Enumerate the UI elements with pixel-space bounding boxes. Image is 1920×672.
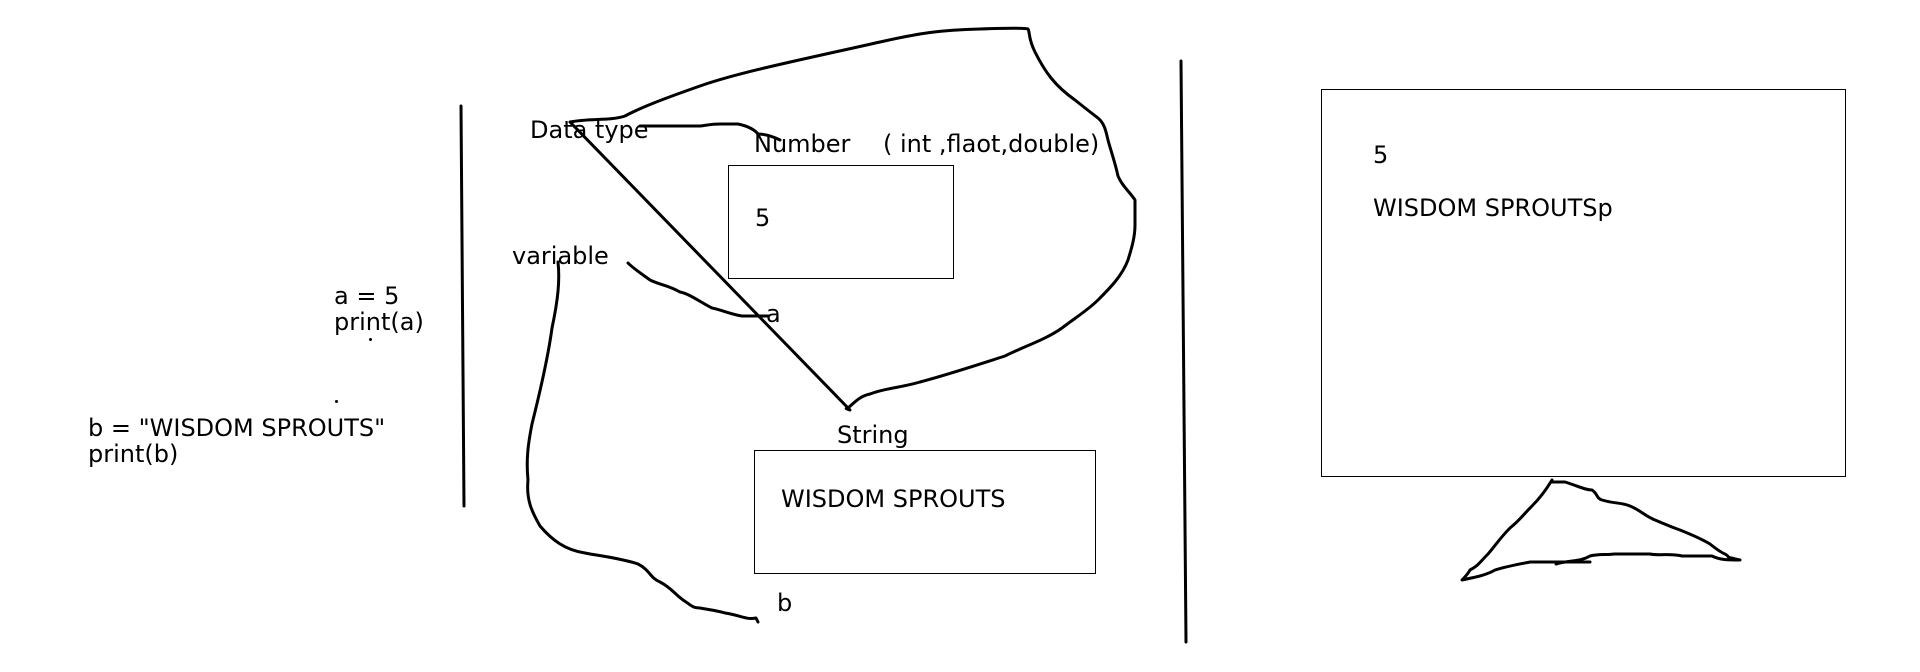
number-box-value: 5 — [755, 204, 771, 232]
output-line-wisdom: WISDOM SPROUTSp — [1373, 194, 1613, 222]
stray-dot — [369, 338, 372, 341]
code-line-b-assign: b = "WISDOM SPROUTS" — [88, 414, 386, 442]
curve-variable-to-a — [626, 261, 770, 318]
label-var-b: b — [777, 589, 793, 617]
label-variable: variable — [512, 242, 609, 270]
curve-variable-to-b — [525, 260, 760, 624]
number-memory-box: 5 — [728, 165, 954, 279]
code-line-print-b: print(b) — [88, 440, 179, 468]
string-memory-box: WISDOM SPROUTS — [754, 450, 1096, 574]
monitor-stand — [1460, 478, 1592, 582]
divider-left — [459, 104, 466, 508]
divider-right — [1179, 59, 1188, 644]
string-box-value: WISDOM SPROUTS — [781, 485, 1006, 513]
curve-datatype-to-string — [568, 26, 1137, 412]
curve-datatype-to-number — [638, 122, 782, 142]
monitor-stand — [1550, 480, 1742, 566]
label-string: String — [837, 421, 909, 449]
stray-dot — [335, 400, 338, 403]
output-screen: 5 WISDOM SPROUTSp — [1321, 89, 1846, 477]
label-var-a: a — [766, 300, 781, 328]
label-number-types: ( int ,flaot,double) — [883, 130, 1100, 158]
output-line-5: 5 — [1373, 141, 1389, 169]
code-line-a-assign: a = 5 — [334, 282, 400, 310]
code-line-print-a: print(a) — [334, 308, 424, 336]
